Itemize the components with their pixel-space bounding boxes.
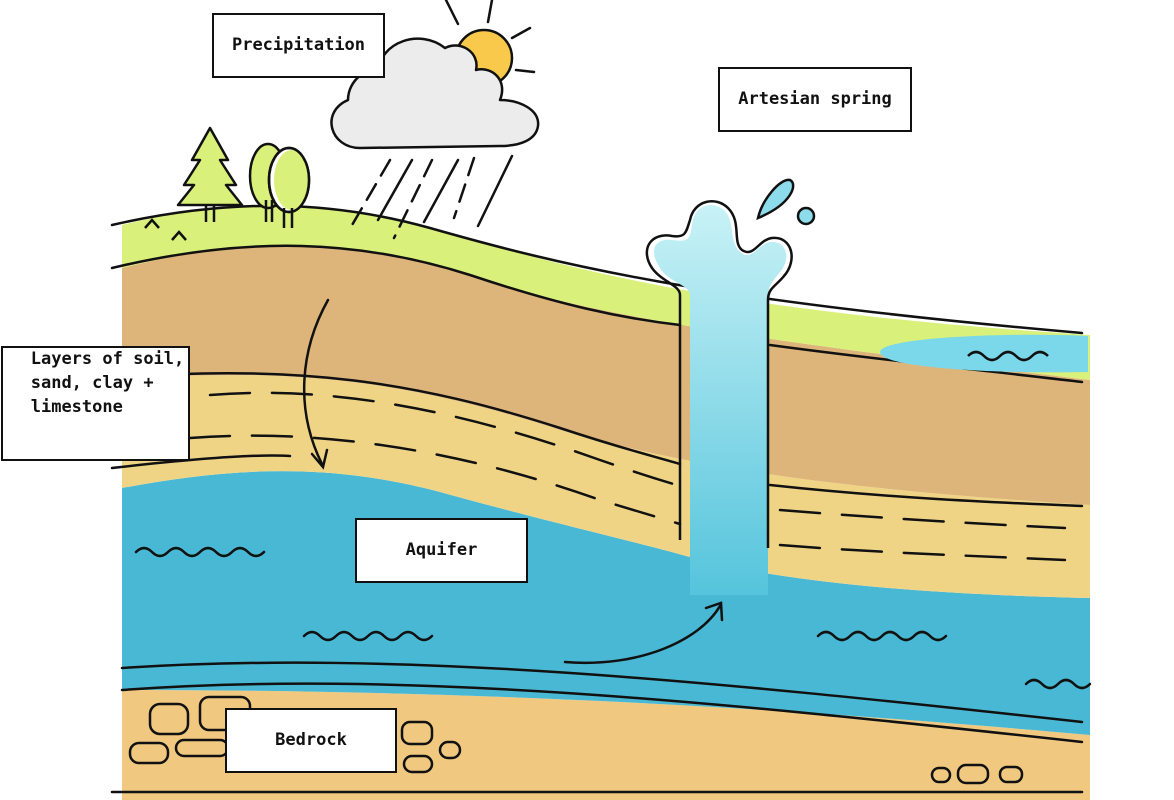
pine-tree-icon [176, 126, 244, 222]
layers-label: Layers of soil, sand, clay + limestone [1, 346, 190, 461]
rain-icon [346, 154, 514, 240]
spring-outline [645, 200, 793, 548]
artesian-spring-label: Artesian spring [718, 67, 912, 132]
layer-outlines [110, 204, 1084, 794]
precipitation-label-text: Precipitation [231, 34, 366, 55]
bedrock-label: Bedrock [225, 708, 397, 773]
sand-dashes [188, 391, 1067, 562]
spring-jet-icon [653, 205, 787, 595]
water-wave-icon [134, 546, 1092, 690]
layers-label-line-2: sand, clay + [30, 372, 154, 393]
bedrock-label-text: Bedrock [275, 729, 347, 750]
layers-label-line-1: Layers of soil, [30, 349, 185, 369]
arrow-icon [302, 298, 724, 665]
aquifer-label: Aquifer [355, 518, 528, 583]
aquifer-label-text: Aquifer [405, 539, 478, 560]
precipitation-label: Precipitation [212, 13, 385, 78]
grass-tuft-icon [144, 218, 187, 241]
grass-layer [122, 205, 1090, 380]
water-bubble-icon [796, 206, 816, 226]
pond-icon [880, 334, 1088, 373]
artesian-spring-label-text: Artesian spring [738, 88, 892, 109]
sand-layer [122, 375, 1090, 598]
pond-wave-icon [967, 350, 1049, 362]
round-tree-icon [248, 142, 311, 228]
water-drop-icon [756, 178, 795, 221]
soil-layer [122, 245, 1090, 505]
layers-label-line-3: limestone [30, 396, 123, 417]
